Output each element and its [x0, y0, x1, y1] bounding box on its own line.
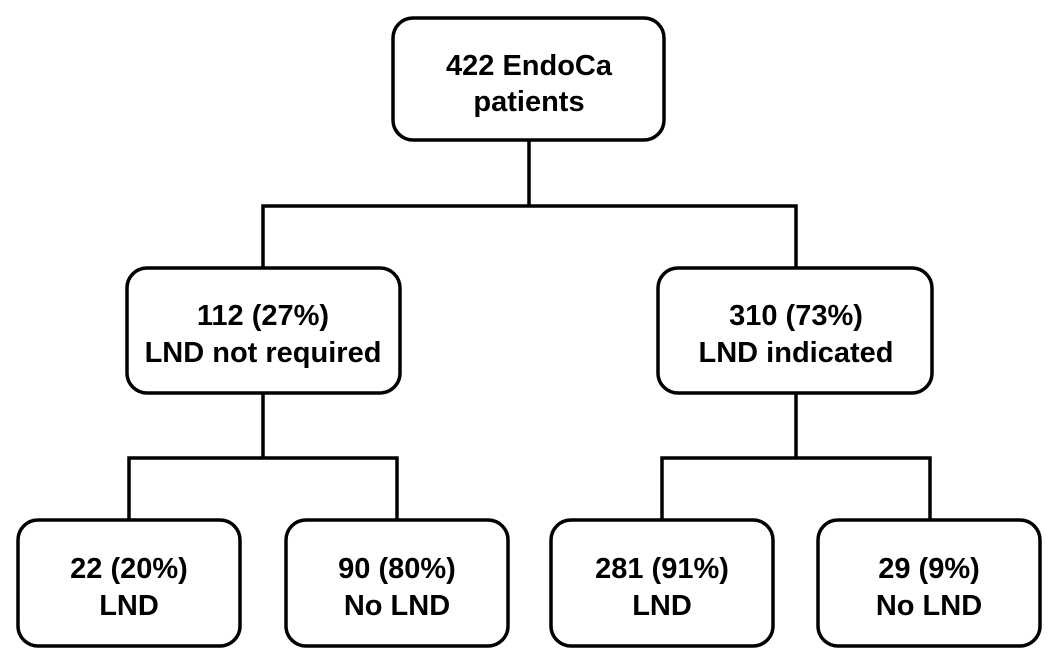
node-right-no-lnd: 29 (9%) No LND — [816, 518, 1042, 648]
node-right-a-line2: LND — [632, 590, 692, 622]
node-right-b-line2: No LND — [876, 590, 982, 622]
connector-root-to-level2 — [261, 138, 798, 270]
node-right-line2: LND indicated — [699, 337, 894, 369]
node-left-line1: 112 (27%) — [197, 300, 329, 332]
node-left-no-lnd: 90 (80%) No LND — [284, 518, 510, 648]
node-right-lnd: 281 (91%) LND — [549, 518, 775, 648]
node-right-a-line1: 281 (91%) — [595, 553, 729, 585]
node-left-b-line2: No LND — [344, 590, 450, 622]
node-right-b-line1: 29 (9%) — [878, 553, 980, 585]
node-lnd-not-required: 112 (27%) LND not required — [125, 266, 402, 395]
node-right-line1: 310 (73%) — [729, 300, 863, 332]
connector-right-to-children — [660, 391, 932, 522]
connectors — [127, 138, 932, 522]
node-left-lnd: 22 (20%) LND — [16, 518, 242, 648]
node-lnd-indicated: 310 (73%) LND indicated — [656, 266, 934, 395]
node-root: 422 EndoCa patients — [391, 16, 666, 142]
node-left-a-line1: 22 (20%) — [70, 553, 188, 585]
node-left-a-line2: LND — [99, 590, 159, 622]
node-left-line2: LND not required — [145, 337, 382, 369]
node-left-b-line1: 90 (80%) — [338, 553, 456, 585]
connector-left-to-children — [127, 391, 399, 522]
node-root-line2: patients — [473, 86, 584, 118]
node-root-line1: 422 EndoCa — [446, 50, 613, 82]
